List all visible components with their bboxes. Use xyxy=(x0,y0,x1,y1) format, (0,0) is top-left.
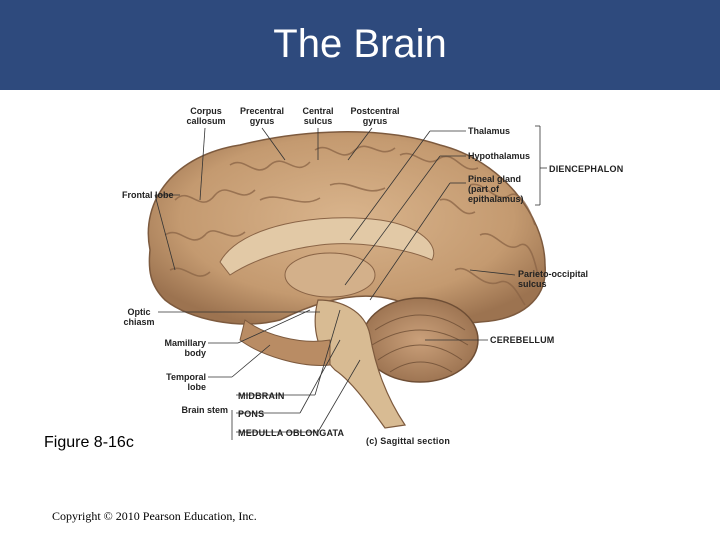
label-line: Pineal gland xyxy=(468,174,522,184)
label-line: sulcus xyxy=(518,279,547,289)
label-line: body xyxy=(184,348,207,358)
label-line: Mamillary xyxy=(164,338,206,348)
label-line: gyrus xyxy=(249,116,275,126)
label-line: Central xyxy=(302,106,334,116)
label-thalamus: Thalamus xyxy=(468,126,511,136)
label-optic-chiasm: Optic chiasm xyxy=(118,307,160,327)
label-corpus-callosum: Corpus callosum xyxy=(178,106,234,126)
label-line: Optic xyxy=(127,307,151,317)
label-cerebellum: CEREBELLUM xyxy=(490,335,555,345)
label-brain-stem: Brain stem xyxy=(181,405,228,415)
label-sagittal-section: (c) Sagittal section xyxy=(366,436,451,446)
label-frontal-lobe: Frontal lobe xyxy=(122,190,174,200)
label-line: Corpus xyxy=(190,106,222,116)
label-line: gyrus xyxy=(362,116,388,126)
label-parieto-occipital-sulcus: Parieto-occipital sulcus xyxy=(518,269,588,289)
label-line: Precentral xyxy=(239,106,285,116)
label-pineal-gland: Pineal gland (part of epithalamus) xyxy=(468,174,524,204)
label-postcentral-gyrus: Postcentral gyrus xyxy=(344,106,406,126)
label-line: sulcus xyxy=(303,116,333,126)
label-medulla-oblongata: MEDULLA OBLONGATA xyxy=(238,428,345,438)
figure-caption: Figure 8-16c xyxy=(44,434,134,451)
label-line: Postcentral xyxy=(350,106,400,116)
label-midbrain: MIDBRAIN xyxy=(238,391,285,401)
label-line: lobe xyxy=(187,382,206,392)
label-line: Temporal xyxy=(166,372,206,382)
slide-title: The Brain xyxy=(273,22,447,66)
corpus-callosum-shape xyxy=(219,217,435,276)
label-pons: PONS xyxy=(238,409,265,419)
copyright-text: Copyright © 2010 Pearson Education, Inc. xyxy=(52,509,257,523)
label-line: (part of xyxy=(468,184,499,194)
label-precentral-gyrus: Precentral gyrus xyxy=(232,106,292,126)
thalamus-shape xyxy=(284,252,376,298)
label-line: Parieto-occipital xyxy=(518,269,589,279)
label-line: chiasm xyxy=(123,317,155,327)
label-line: callosum xyxy=(186,116,226,126)
title-bar xyxy=(0,0,720,90)
label-central-sulcus: Central sulcus xyxy=(294,106,342,126)
label-hypothalamus: Hypothalamus xyxy=(468,151,531,161)
label-line: epithalamus) xyxy=(468,194,524,204)
label-mamillary-body: Mamillary body xyxy=(150,338,206,358)
label-temporal-lobe: Temporal lobe xyxy=(150,372,206,392)
label-diencephalon: DIENCEPHALON xyxy=(549,164,624,174)
